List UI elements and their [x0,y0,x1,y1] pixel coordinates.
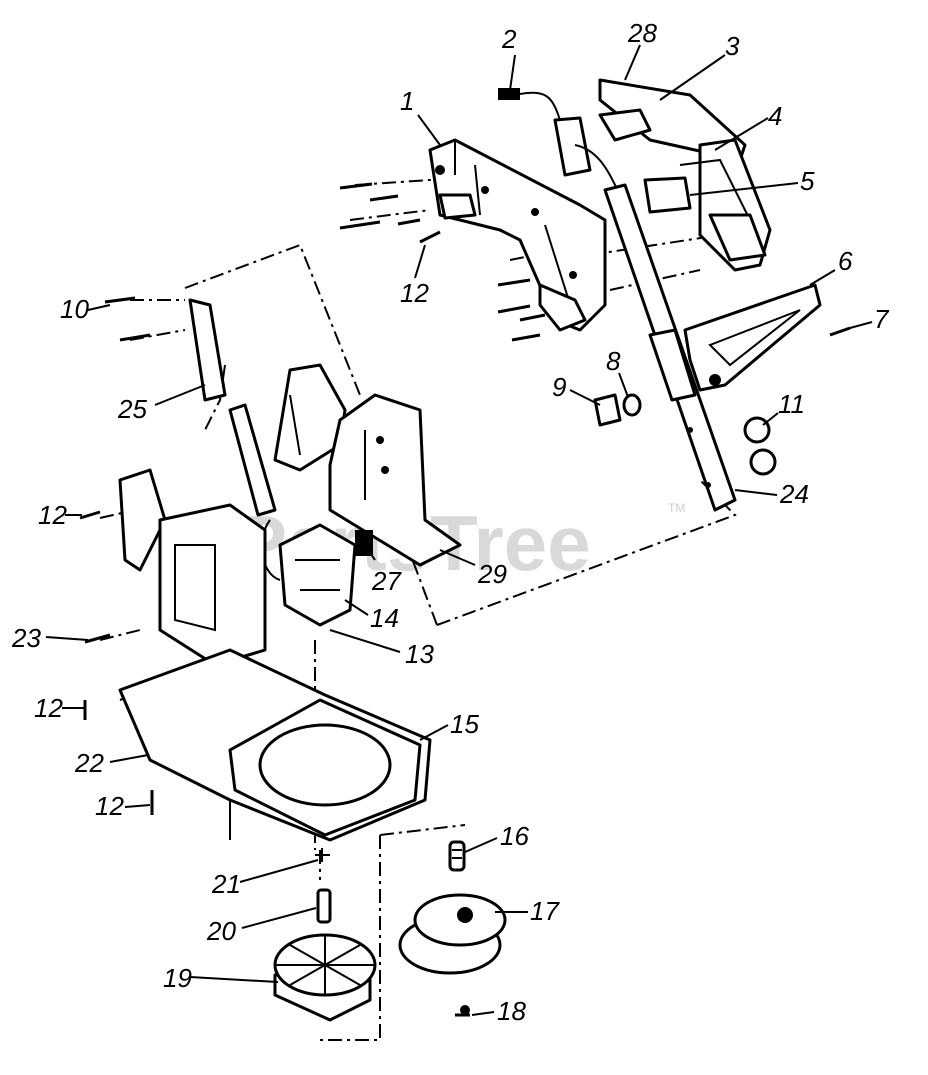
callout-label: 1 [400,86,414,116]
callout-label: 12 [95,791,124,821]
callout-label: 12 [34,693,63,723]
callout-label: 23 [11,623,41,653]
left-housing [118,468,267,667]
callout-label: 3 [725,31,740,61]
watermark-tm: TM [668,501,685,515]
handle-tube-part-24 [603,183,737,512]
callout-label: 21 [211,869,241,899]
callout-label: 6 [838,246,853,276]
small-hardware-parts-8-9-11 [593,393,777,476]
motor-bracket-part-29 [273,363,462,567]
callout-label: 27 [371,566,402,596]
leader-lines [45,44,873,1016]
switch-assembly-parts-2-3-28 [498,78,747,196]
callout-label: 20 [206,916,236,946]
callout-label: 28 [627,18,657,48]
callout-label: 7 [874,304,890,334]
handle-bracket-part-1 [428,138,607,332]
callout-label: 17 [530,896,560,926]
callout-label: 5 [800,166,815,196]
callout-label: 9 [552,372,566,402]
callout-label: 25 [117,394,147,424]
callout-label: 29 [477,559,507,589]
callout-label: 14 [370,603,399,633]
callout-label: 24 [779,479,809,509]
deck-part-15 [118,648,432,842]
callout-label: 10 [60,294,89,324]
callout-label: 12 [38,500,67,530]
screws [79,182,851,1017]
callout-label: 12 [400,278,429,308]
callout-label: 18 [497,996,526,1026]
callout-label: 22 [74,748,104,778]
callout-label: 4 [768,101,782,131]
callout-label: 2 [501,24,517,54]
callout-label: 15 [450,709,479,739]
callout-label: 19 [163,963,192,993]
callout-label: 13 [405,639,434,669]
upper-housing-parts-4-5 [643,138,772,272]
callout-label: 11 [778,389,805,419]
triangle-bracket-part-6 [683,283,822,392]
fan-parts-19-20-21 [273,848,377,1022]
side-plate-part-25 [188,298,277,517]
callout-label: 8 [606,346,621,376]
spool-parts-16-17-18 [398,840,507,1015]
callout-labels: 1 2 28 3 4 5 6 7 8 9 11 24 10 12 25 12 2… [11,18,890,1026]
callout-label: 16 [500,821,529,851]
